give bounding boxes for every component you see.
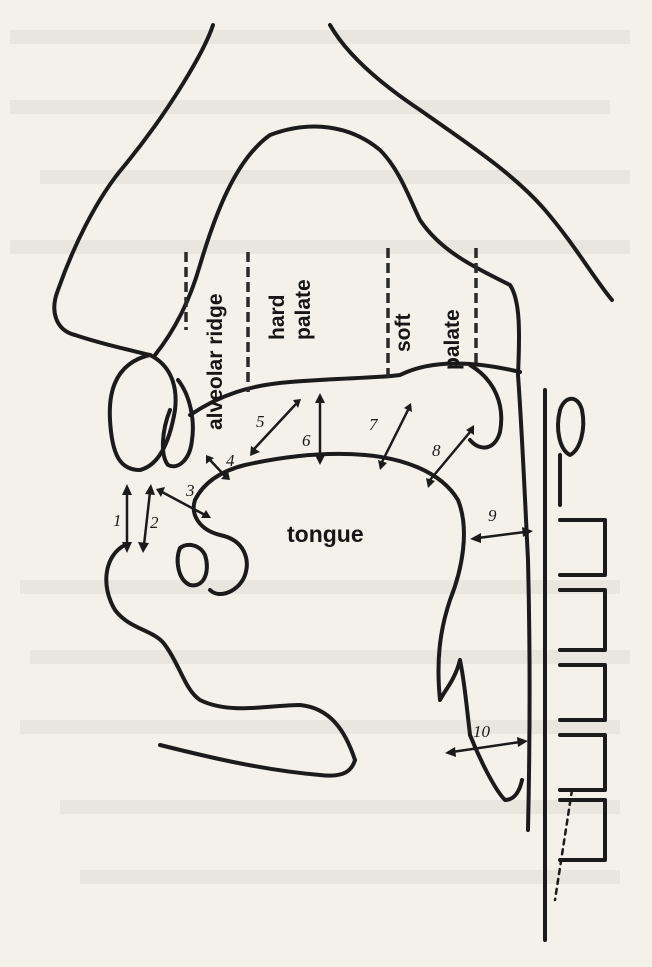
number-3: 3 [185, 481, 195, 500]
label-alveolar-ridge: alveolar ridge [204, 293, 227, 430]
number-8: 8 [432, 441, 441, 460]
region-boundaries [186, 248, 476, 392]
label-hard-palate-line2: palate [292, 279, 315, 340]
velum-outline [470, 365, 501, 448]
palate-outline [190, 363, 520, 415]
articulation-arrows [122, 393, 533, 757]
number-2: 2 [150, 513, 159, 532]
number-4: 4 [226, 451, 235, 470]
pharynx-back-wall [518, 375, 530, 830]
label-soft-palate-line2: palate [441, 309, 464, 370]
nasal-cavity-outline [330, 25, 612, 300]
tongue-outline [195, 454, 470, 735]
upper-teeth [163, 380, 193, 466]
number-1: 1 [113, 511, 122, 530]
number-7: 7 [369, 415, 379, 434]
label-tongue: tongue [287, 521, 364, 547]
upper-lip [110, 355, 176, 470]
number-9: 9 [488, 506, 497, 525]
spine [545, 390, 605, 940]
face-profile-outline [54, 25, 213, 355]
label-hard-palate-line1: hard [266, 294, 289, 340]
label-soft-palate-line1: soft [392, 314, 415, 353]
number-10: 10 [473, 722, 491, 741]
number-5: 5 [256, 412, 265, 431]
lower-teeth [178, 545, 207, 585]
number-6: 6 [302, 431, 311, 450]
jaw-line [160, 745, 355, 776]
